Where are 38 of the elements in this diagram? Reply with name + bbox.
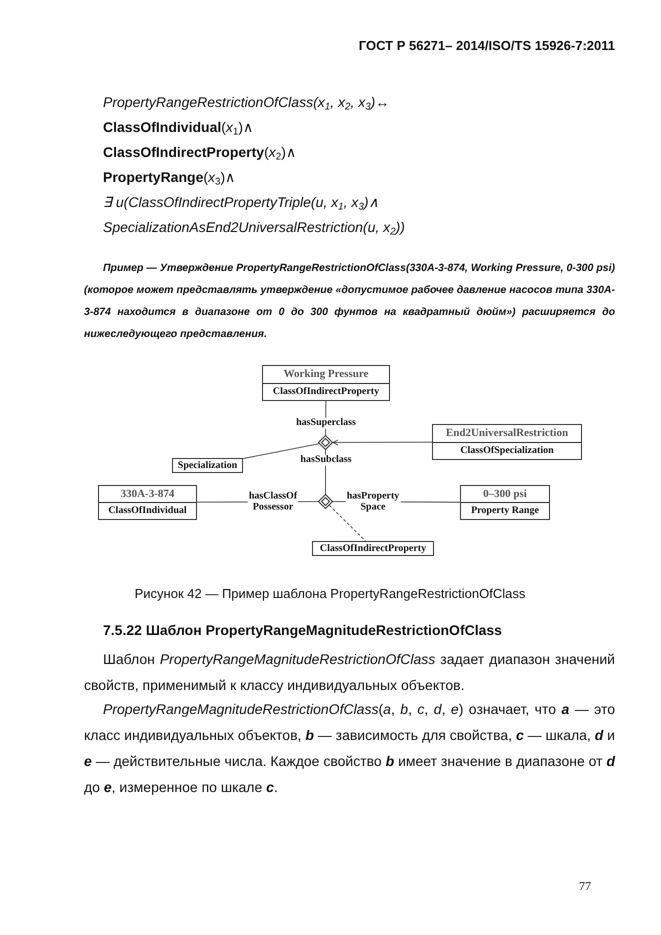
class-box	[312, 541, 434, 556]
class-name: ClassOfSpecialization	[433, 442, 581, 459]
edge-label: hasSuperclass	[295, 418, 357, 428]
connector-line	[242, 443, 320, 460]
formula-line: SpecializationAsEnd2UniversalRestriction(u, x$_{2}$))	[103, 219, 405, 235]
class-name: Working Pressure	[282, 366, 370, 382]
arrow	[332, 440, 432, 446]
formula-line: ClassOfIndividual(x$_{1}$)∧	[103, 119, 254, 135]
connector-line	[328, 504, 366, 542]
class-name: ClassOfIndirectProperty	[263, 382, 389, 400]
class-name: Property Range	[461, 502, 549, 519]
page-header: ГОСТ Р 56271– 2014/ISO/TS 15926-7:2011	[358, 38, 615, 53]
relation-diamond	[318, 494, 333, 509]
edge-label: hasProperty Space	[346, 492, 400, 512]
class-name: Specialization	[176, 459, 238, 472]
example-paragraph: Пример — Утверждение PropertyRangeRestrictionOfClass(330A-3-874, Working Pressure, 0-300 psi) (которое может представлять утверждение «допустимое рабочее давление насосов типа 330A-3-874 находится в диапазоне от 0 до 300 фунтов на квадратный дюйм») расширяется до нижеследующего представления.	[84, 261, 615, 342]
class-name: End2UniversalRestriction	[444, 426, 570, 441]
paragraph: PropertyRangeMagnitudeRestrictionOfClass(a, b, c, d, e) означает, что a — это класс индивидуальных объектов, b — зависимость для свойства, c — шкала, d и e — действительные числа. Каждое свойство b имеет значение в диапазоне от d до e, измеренное по шкале c.	[84, 700, 615, 797]
class-box	[262, 365, 390, 401]
class-name: 330A-3-874	[120, 486, 176, 502]
edge-label: hasSubclass	[299, 454, 353, 466]
class-name: ClassOfIndividual	[99, 502, 196, 519]
formula-line: PropertyRangeRestrictionOfClass(x$_{1}$, x$_{2}$, x$_{3}$)↔	[103, 94, 390, 110]
page-number: 77	[579, 879, 591, 894]
figure-caption: Рисунок 42 — Пример шаблона PropertyRangeRestrictionOfClass	[134, 586, 526, 601]
paragraph: Шаблон PropertyRangeMagnitudeRestrictionOfClass задает диапазон значений свойств, применимый к классу индивидуальных объектов.	[84, 650, 615, 695]
section-heading: 7.5.22 Шаблон PropertyRangeMagnitudeRestrictionOfClass	[103, 622, 502, 638]
class-box	[98, 485, 197, 520]
class-box	[460, 485, 550, 520]
formula-line: PropertyRange(x$_{3}$)∧	[103, 169, 236, 185]
class-box	[172, 458, 243, 473]
relation-diamond	[318, 435, 333, 450]
formula-line: ClassOfIndirectProperty(x$_{2}$)∧	[103, 144, 296, 160]
formula-line: ∃ u(ClassOfIndirectPropertyTriple(u, x$_{1}$, x$_{3}$)∧	[103, 194, 378, 210]
edge-label: hasClassOf Possessor	[248, 492, 298, 512]
class-name: ClassOfIndirectProperty	[318, 542, 428, 555]
class-box	[432, 424, 582, 460]
class-name: 0–300 psi	[482, 486, 528, 502]
